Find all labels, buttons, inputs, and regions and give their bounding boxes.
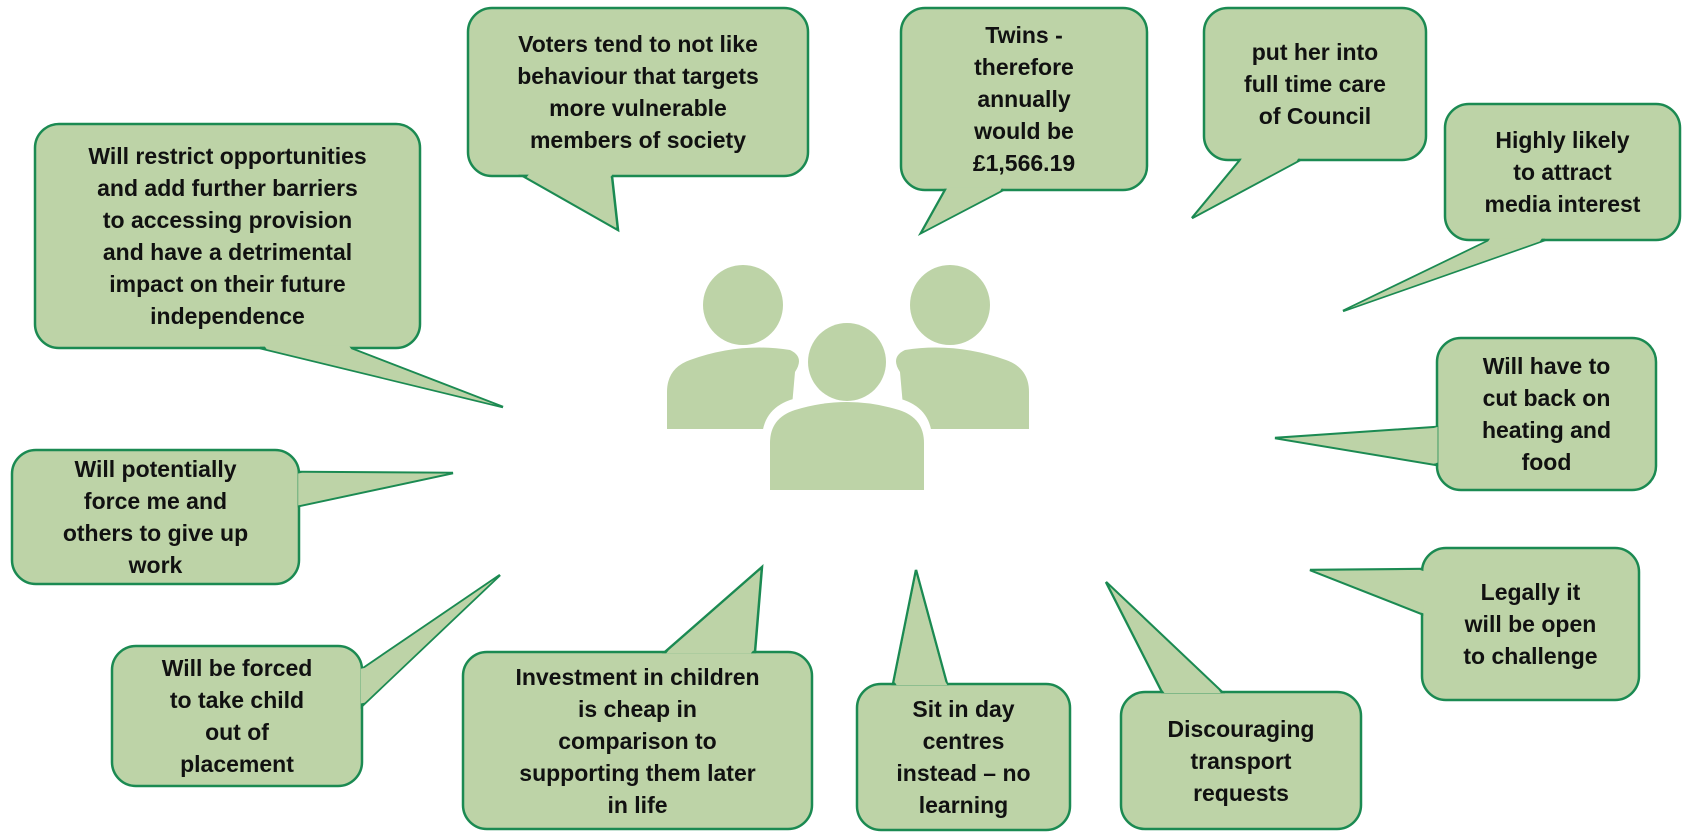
- bubble-transport-box: [1119, 690, 1363, 831]
- bubble-restrict-tail-join: [264, 345, 496, 405]
- bubble-daycentres-text: Sit in day centres instead – no learning: [896, 696, 1031, 818]
- bubble-heating-text: Will have to cut back on heating and foo…: [1481, 353, 1612, 475]
- bubble-media-tail: [1342, 238, 1546, 313]
- people-group-icon: [667, 265, 1029, 495]
- bubble-daycentres-tail-join: [894, 574, 948, 686]
- bubble-placement-tail-join: [360, 579, 495, 704]
- person-left-head: [703, 265, 783, 345]
- person-center-head: [808, 323, 886, 401]
- bubble-media-box: [1443, 102, 1682, 242]
- bubble-heating-tail-join: [1281, 426, 1438, 464]
- bubble-placement: [110, 573, 501, 788]
- bubble-council-text: put her into full time care of Council: [1244, 39, 1386, 129]
- bubble-council-tail-join: [1195, 157, 1299, 216]
- bubble-twins-tail-join: [923, 187, 1003, 232]
- bubble-media-tail-join: [1349, 238, 1543, 309]
- bubble-heating-box: [1435, 336, 1658, 492]
- bubble-legal-tail-join: [1314, 569, 1424, 614]
- bubble-voters-tail-join: [526, 174, 616, 228]
- bubble-restrict: [33, 122, 504, 409]
- bubble-legal: [1309, 546, 1641, 702]
- bubble-transport: [1104, 581, 1363, 831]
- bubble-restrict-text: Will restrict opportunities and add furt…: [88, 143, 367, 329]
- bubble-voters-text: Voters tend to not like behaviour that t…: [517, 31, 759, 153]
- bubble-media-text: Highly likely to attract media interest: [1484, 127, 1641, 217]
- bubble-daycentres: [855, 569, 1072, 832]
- bubble-transport-text: Discouraging transport requests: [1167, 715, 1315, 806]
- bubble-transport-tail-join: [1109, 586, 1221, 694]
- person-center-body: [770, 402, 924, 490]
- bubble-council-box: [1202, 6, 1428, 162]
- bubble-work-text: Will potentially force me and others to …: [62, 456, 249, 578]
- bubble-twins-box: [899, 6, 1149, 192]
- bubble-work-box: [10, 448, 301, 586]
- person-left-body: [667, 347, 799, 429]
- bubble-investment-text: Investment in children is cheap in compa…: [515, 663, 760, 818]
- bubble-legal-box: [1420, 546, 1641, 702]
- bubble-restrict-box: [33, 122, 422, 350]
- bubble-investment-tail-join: [666, 570, 760, 654]
- bubble-voters-box: [466, 6, 810, 178]
- bubble-placement-text: Will be forced to take child out of plac…: [161, 655, 313, 777]
- bubble-investment-box: [461, 650, 814, 831]
- bubble-legal-text: Legally it will be open to challenge: [1463, 579, 1598, 669]
- bubble-heating: [1274, 336, 1658, 492]
- bubble-work-tail-join: [298, 472, 447, 506]
- bubble-work: [10, 448, 454, 586]
- bubble-voters: [466, 6, 810, 233]
- bubble-investment: [461, 564, 814, 831]
- bubble-twins: [899, 6, 1149, 237]
- bubble-media: [1342, 102, 1682, 313]
- bubble-placement-box: [110, 644, 364, 788]
- bubble-restrict-tail: [259, 346, 504, 409]
- person-right-body: [896, 347, 1029, 429]
- bubble-daycentres-box: [855, 682, 1072, 832]
- bubble-council: [1191, 6, 1428, 220]
- bubble-twins-text: Twins - therefore annually would be £1,5…: [972, 22, 1076, 176]
- person-right-head: [910, 265, 990, 345]
